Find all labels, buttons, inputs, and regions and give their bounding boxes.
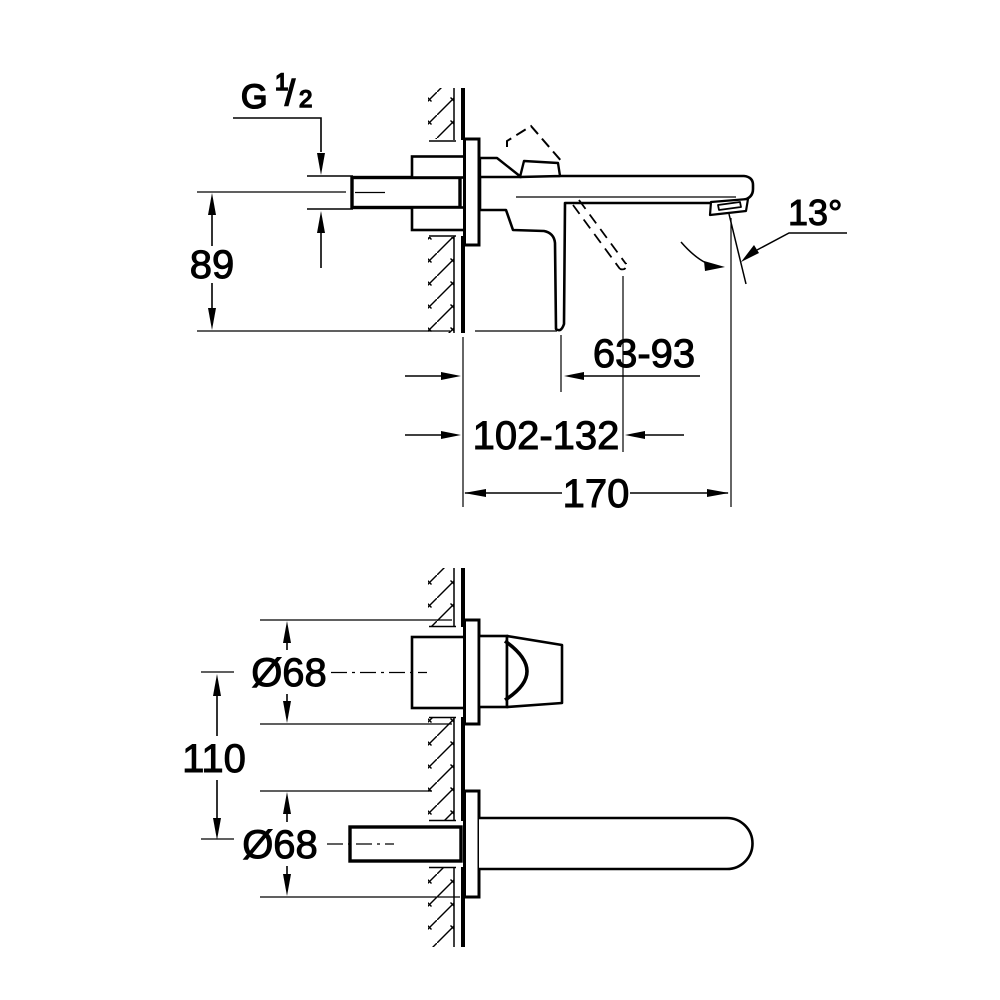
arrow-d68h-up [283, 621, 291, 643]
arrow-63-93-left [564, 372, 584, 380]
arrow-110-down [213, 818, 221, 840]
arrow-63-93-right [441, 372, 461, 380]
dim-height-89: 89 [190, 243, 235, 287]
dim-center-distance: 110 [182, 737, 246, 781]
body-block-upper [410, 155, 467, 179]
dim-diameter-spout: Ø68 [242, 823, 318, 867]
arrow-110-up [213, 674, 221, 696]
dim-lever-max: 102-132 [473, 414, 620, 458]
plan-view: Ø68 110 Ø68 [182, 568, 754, 947]
lever-open-dashed-a [572, 204, 621, 270]
wall-hatch-lower [428, 237, 454, 333]
arrow-170-left [464, 489, 486, 497]
wall-hatch-band-2 [428, 718, 454, 820]
thread-arrow-up [317, 211, 325, 233]
angle-leader-line [756, 232, 847, 251]
side-view: G 1 / 2 89 63-93 [189, 68, 847, 517]
dim-diameter-handle: Ø68 [251, 651, 327, 695]
concealed-body-side [307, 155, 467, 232]
dim-thread-label-den: 2 [299, 86, 312, 113]
wall-section-plan [428, 568, 465, 947]
wall-hatch-upper [428, 88, 454, 139]
thread-leader-line [233, 117, 322, 152]
wall-hatch-band-3 [428, 868, 454, 947]
thread-arrow-down [317, 153, 325, 175]
arrow-102-132-left [625, 431, 645, 439]
arrow-102-132-right [441, 431, 461, 439]
arrow-angle-arc [704, 261, 725, 271]
handle-module-plan [331, 618, 564, 726]
dimension-height-89: 89 [189, 191, 557, 332]
handle-base [477, 634, 509, 709]
spout-and-lever-side [478, 124, 755, 332]
body-block-lower [410, 206, 467, 232]
arrow-d68s-up [283, 792, 291, 814]
spout-lever-outline [478, 174, 755, 332]
spout-bar [479, 816, 754, 871]
jet-angle-line [728, 213, 747, 285]
wall-hatch-band-1 [428, 568, 454, 626]
lever-open-dashed-tip [619, 262, 628, 271]
handle-cone [505, 634, 564, 709]
dim-reach-170: 170 [563, 472, 630, 516]
arrow-d68h-down [283, 701, 291, 723]
dim-thread-label-g: G [241, 78, 267, 116]
arrow-170-right [707, 489, 729, 497]
arrow-89-down [208, 308, 216, 330]
arrow-89-up [208, 193, 216, 215]
handle-escutcheon [463, 618, 481, 726]
dimension-thread: G 1 / 2 [233, 68, 325, 268]
arrow-d68s-down [283, 874, 291, 896]
lever-knob-rest [518, 159, 562, 179]
lever-raised-dashed [506, 124, 564, 164]
dim-thread-label-slash: / [285, 72, 295, 113]
spout-module-plan [327, 789, 754, 899]
dimension-lever-min: 63-93 [405, 332, 700, 392]
dimension-center-distance: 110 [182, 671, 246, 840]
dimension-angle-13: 13° [680, 192, 847, 285]
lever-open-dashed-b [578, 199, 627, 265]
angle-arc [680, 241, 720, 268]
spout-outlet-slot [717, 201, 742, 211]
spout-escutcheon [463, 789, 481, 899]
dim-lever-min: 63-93 [593, 332, 695, 376]
arrow-angle-leader [741, 245, 759, 262]
dimension-lever-max: 102-132 [405, 276, 684, 459]
escutcheon-side [463, 137, 481, 247]
dimension-dia-spout: Ø68 [242, 790, 460, 898]
dim-angle-13: 13° [788, 192, 842, 233]
dimension-dia-handle: Ø68 [251, 619, 452, 725]
body-top-chamfer [478, 156, 523, 179]
dim-thread-label-num: 1 [275, 69, 288, 96]
handle-face-arc [503, 639, 529, 702]
dimension-reach-170: 170 [462, 218, 732, 517]
